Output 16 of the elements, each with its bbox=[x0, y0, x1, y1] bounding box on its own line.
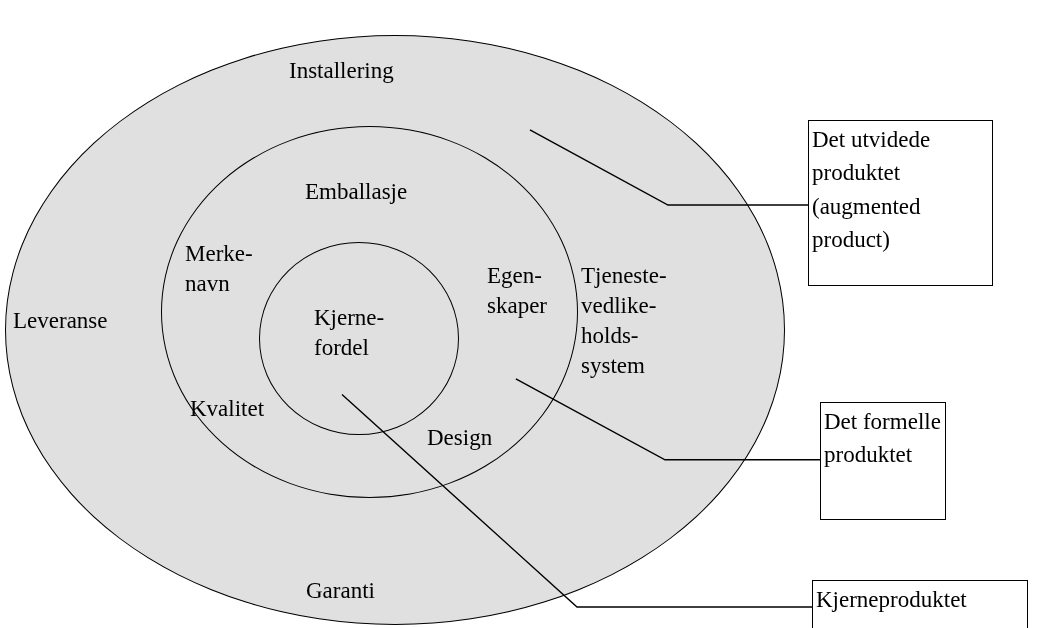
leader-line bbox=[341, 393, 813, 608]
leader-line bbox=[529, 129, 809, 206]
ring-label: Design bbox=[427, 424, 494, 452]
ring-label: Merke- navn bbox=[185, 240, 254, 298]
label-box: Kjerneproduktet bbox=[812, 580, 1028, 628]
ring-label: Tjeneste- vedlike- holds- system bbox=[581, 262, 668, 380]
label-box: Det formelle produktet bbox=[820, 402, 946, 520]
ring-label: Kjerne- fordel bbox=[314, 304, 386, 362]
ring-label: Garanti bbox=[306, 577, 376, 605]
ring-label: Kvalitet bbox=[190, 395, 266, 423]
ring-label: Egen- skaper bbox=[487, 262, 549, 320]
ring-label: Emballasje bbox=[305, 178, 409, 206]
ring-label: Leveranse bbox=[13, 307, 109, 335]
ring-label: Installering bbox=[289, 57, 395, 85]
label-box: Det utvidede produktet (augmented product) bbox=[808, 120, 993, 286]
leader-line bbox=[515, 378, 821, 461]
